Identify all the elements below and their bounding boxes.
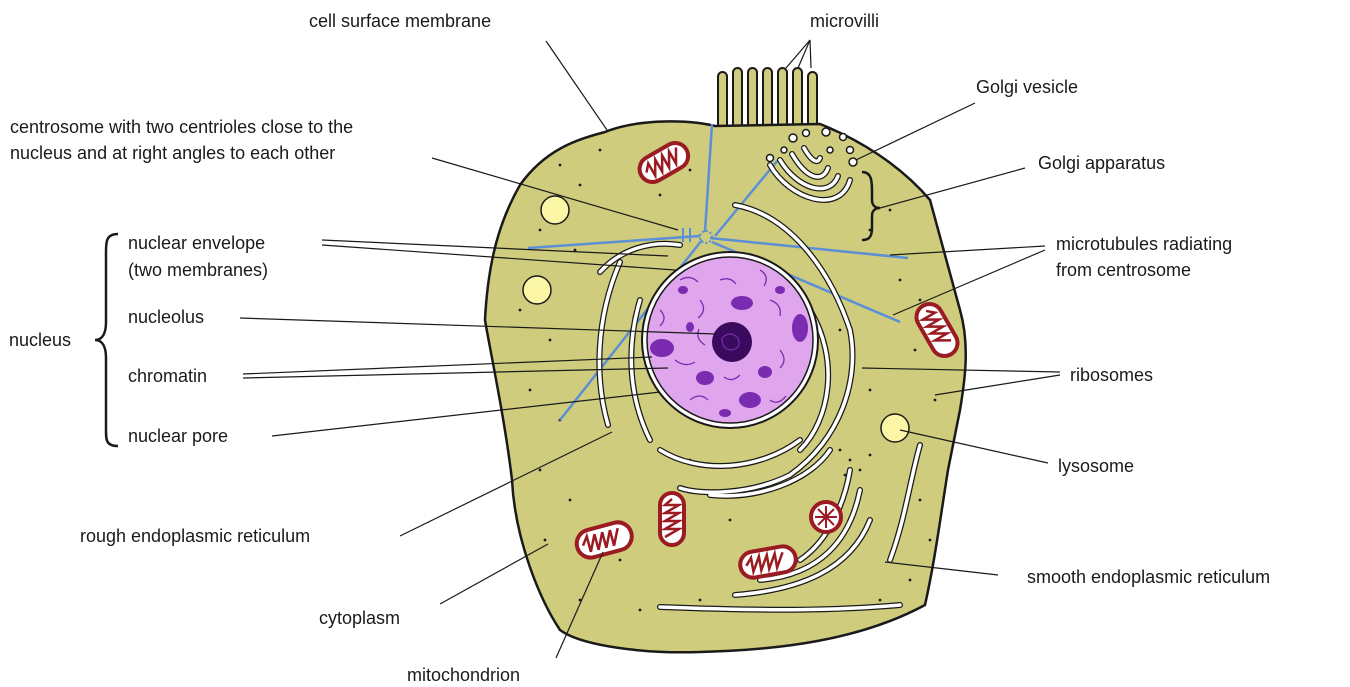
label-centrosome-1: centrosome with two centrioles close to … xyxy=(10,117,353,137)
label-smooth-er: smooth endoplasmic reticulum xyxy=(1027,567,1270,587)
label-nuclear-pore: nuclear pore xyxy=(128,426,228,446)
label-cell-surface-membrane: cell surface membrane xyxy=(309,11,491,31)
label-nucleolus: nucleolus xyxy=(128,307,204,327)
label-chromatin: chromatin xyxy=(128,366,207,386)
label-nuclear-envelope-2: (two membranes) xyxy=(128,260,268,280)
label-mitochondrion: mitochondrion xyxy=(407,665,520,685)
label-lysosome: lysosome xyxy=(1058,456,1134,476)
label-nucleus: nucleus xyxy=(9,330,71,350)
nucleolus xyxy=(712,322,752,362)
label-nuclear-envelope-1: nuclear envelope xyxy=(128,233,265,253)
microvilli xyxy=(718,68,817,132)
nucleus-brace xyxy=(95,234,118,446)
label-microvilli: microvilli xyxy=(810,11,879,31)
label-ribosomes: ribosomes xyxy=(1070,365,1153,385)
label-cytoplasm: cytoplasm xyxy=(319,608,400,628)
label-golgi-vesicle: Golgi vesicle xyxy=(976,77,1078,97)
label-rough-er: rough endoplasmic reticulum xyxy=(80,526,310,546)
label-golgi-apparatus: Golgi apparatus xyxy=(1038,153,1165,173)
label-microtubules-2: from centrosome xyxy=(1056,260,1191,280)
label-microtubules-1: microtubules radiating xyxy=(1056,234,1232,254)
nucleus xyxy=(642,252,818,428)
label-centrosome-2: nucleus and at right angles to each othe… xyxy=(10,143,335,163)
